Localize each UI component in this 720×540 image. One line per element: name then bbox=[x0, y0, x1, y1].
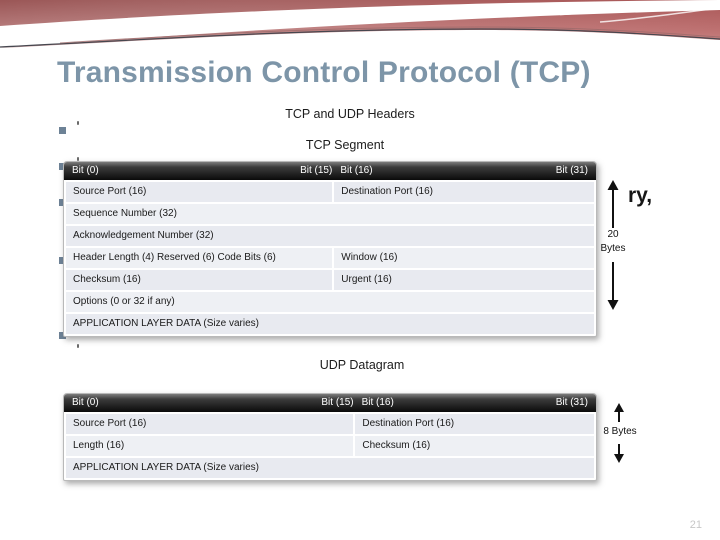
bit-31-label: Bit (31) bbox=[555, 397, 588, 408]
table-cell: Checksum (16) bbox=[355, 436, 594, 456]
table-cell: Sequence Number (32) bbox=[66, 204, 594, 224]
udp-size-arrows bbox=[614, 403, 624, 463]
table-row: Acknowledgement Number (32) bbox=[66, 226, 594, 246]
bit-16-label: Bit (16) bbox=[340, 165, 373, 176]
tcp-bit-header-row: Bit (0) Bit (15) Bit (16) Bit (31) bbox=[64, 162, 596, 180]
tcp-size-value: 20 bbox=[607, 229, 619, 240]
bit-15-label: Bit (15) bbox=[300, 165, 333, 176]
table-cell: Options (0 or 32 if any) bbox=[66, 292, 594, 312]
tcp-segment-caption: TCP Segment bbox=[305, 138, 385, 152]
arrow-down-icon bbox=[614, 444, 624, 463]
tcp-size-arrows bbox=[607, 180, 619, 310]
table-row: APPLICATION LAYER DATA (Size varies) bbox=[66, 458, 594, 478]
arrow-up-icon bbox=[607, 180, 619, 228]
bullet-marker bbox=[59, 127, 66, 134]
bit-15-label: Bit (15) bbox=[321, 397, 354, 408]
table-cell: Checksum (16) bbox=[66, 270, 333, 290]
text-fragment-dot bbox=[77, 344, 79, 348]
udp-header-table: Bit (0) Bit (15) Bit (16) Bit (31) Sourc… bbox=[63, 393, 597, 481]
table-cell: Header Length (4) Reserved (6) Code Bits… bbox=[66, 248, 333, 268]
table-cell: Destination Port (16) bbox=[334, 182, 594, 202]
table-row: Header Length (4) Reserved (6) Code Bits… bbox=[66, 248, 594, 268]
table-row: Source Port (16) Destination Port (16) bbox=[66, 182, 594, 202]
bullet-marker bbox=[59, 332, 66, 339]
table-cell: Destination Port (16) bbox=[355, 414, 594, 434]
table-cell: Acknowledgement Number (32) bbox=[66, 226, 594, 246]
clipped-text-fragment: ry, bbox=[628, 184, 653, 207]
banner-decoration bbox=[0, 0, 720, 58]
bit-0-label: Bit (0) bbox=[72, 165, 99, 176]
udp-size-label: 8 Bytes bbox=[603, 426, 637, 437]
text-fragment-dot bbox=[77, 157, 79, 161]
udp-bit-header-row: Bit (0) Bit (15) Bit (16) Bit (31) bbox=[64, 394, 596, 412]
table-row: Checksum (16) Urgent (16) bbox=[66, 270, 594, 290]
table-cell: Urgent (16) bbox=[334, 270, 594, 290]
bullet-marker bbox=[59, 199, 66, 206]
table-row: Length (16) Checksum (16) bbox=[66, 436, 594, 456]
page-title: Transmission Control Protocol (TCP) bbox=[57, 56, 591, 89]
table-cell: APPLICATION LAYER DATA (Size varies) bbox=[66, 314, 594, 334]
table-cell: Source Port (16) bbox=[66, 414, 354, 434]
table-row: Options (0 or 32 if any) bbox=[66, 292, 594, 312]
page-number: 21 bbox=[689, 519, 702, 531]
text-fragment-dot bbox=[77, 121, 79, 125]
bullet-marker bbox=[59, 257, 66, 264]
arrow-up-icon bbox=[614, 403, 624, 422]
tcp-size-unit: Bytes bbox=[600, 243, 626, 254]
table-row: Source Port (16) Destination Port (16) bbox=[66, 414, 594, 434]
table-row: Sequence Number (32) bbox=[66, 204, 594, 224]
table-row: APPLICATION LAYER DATA (Size varies) bbox=[66, 314, 594, 334]
bit-0-label: Bit (0) bbox=[72, 397, 99, 408]
bit-31-label: Bit (31) bbox=[555, 165, 588, 176]
banner-wave-graphic bbox=[0, 0, 720, 58]
bit-16-label: Bit (16) bbox=[361, 397, 394, 408]
table-cell: Length (16) bbox=[66, 436, 354, 456]
tcp-header-table: Bit (0) Bit (15) Bit (16) Bit (31) Sourc… bbox=[63, 161, 597, 337]
table-cell: Source Port (16) bbox=[66, 182, 333, 202]
bullet-marker bbox=[59, 163, 66, 170]
table-cell: APPLICATION LAYER DATA (Size varies) bbox=[66, 458, 594, 478]
table-cell: Window (16) bbox=[334, 248, 594, 268]
diagram-heading: TCP and UDP Headers bbox=[285, 107, 415, 121]
arrow-down-icon bbox=[607, 262, 619, 310]
udp-datagram-caption: UDP Datagram bbox=[319, 358, 405, 372]
